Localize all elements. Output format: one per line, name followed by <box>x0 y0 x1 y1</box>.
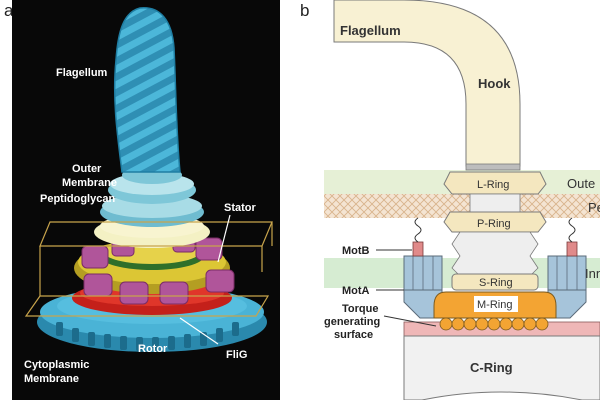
label-p-ring: P-Ring <box>477 218 511 230</box>
hook-junction <box>465 163 521 171</box>
label-torque-1: Torque <box>342 303 378 315</box>
m-ring-label-box <box>474 296 518 312</box>
label-cytoplasmic-a-1: Cytoplasmic <box>24 359 89 371</box>
panel-a-letter: a <box>4 1 14 20</box>
stator-right <box>547 217 587 319</box>
label-outer-membrane-a-1: Outer <box>72 163 102 175</box>
label-s-ring: S-Ring <box>479 277 513 289</box>
fliG-beads <box>439 317 549 331</box>
label-flagellum-a: Flagellum <box>56 67 108 79</box>
label-torque-2: generating <box>324 316 380 328</box>
label-peptidoglycan-a: Peptidoglycan <box>40 193 115 205</box>
p-ring <box>443 211 547 233</box>
label-cytoplasmic-a-2: Membrane <box>24 373 79 385</box>
collar-rings <box>94 166 210 248</box>
stator-left <box>403 217 443 319</box>
label-motb: MotB <box>342 245 370 257</box>
label-torque-3: surface <box>334 329 373 341</box>
label-l-ring: L-Ring <box>477 179 509 191</box>
label-c-ring: C-Ring <box>470 360 513 375</box>
panel-a: a <box>4 0 280 400</box>
panel-b-letter: b <box>300 1 309 20</box>
l-ring <box>443 171 547 195</box>
label-stator-a: Stator <box>224 202 257 214</box>
label-flig-a: FliG <box>226 349 247 361</box>
flagellum-filament <box>113 7 181 173</box>
label-outer-membrane-a-2: Membrane <box>62 177 117 189</box>
label-mota: MotA <box>342 285 370 297</box>
torque-leader <box>383 315 437 327</box>
rod-upper <box>469 193 521 213</box>
rod-neck <box>451 231 539 277</box>
leader-lines-a <box>179 214 231 345</box>
membrane-planes <box>24 221 273 317</box>
label-inner-side: Inn <box>585 266 600 281</box>
label-hook-b: Hook <box>478 76 511 91</box>
label-pg-side: Pe <box>588 200 600 215</box>
label-rotor-a: Rotor <box>138 343 168 355</box>
label-m-ring: M-Ring <box>477 299 512 311</box>
label-outer-side: Oute <box>567 176 595 191</box>
label-flagellum-b: Flagellum <box>340 23 401 38</box>
panel-b: b Flagellum Hook L-Ring P-Ring S-Ring <box>300 0 600 400</box>
s-ring <box>451 273 539 291</box>
